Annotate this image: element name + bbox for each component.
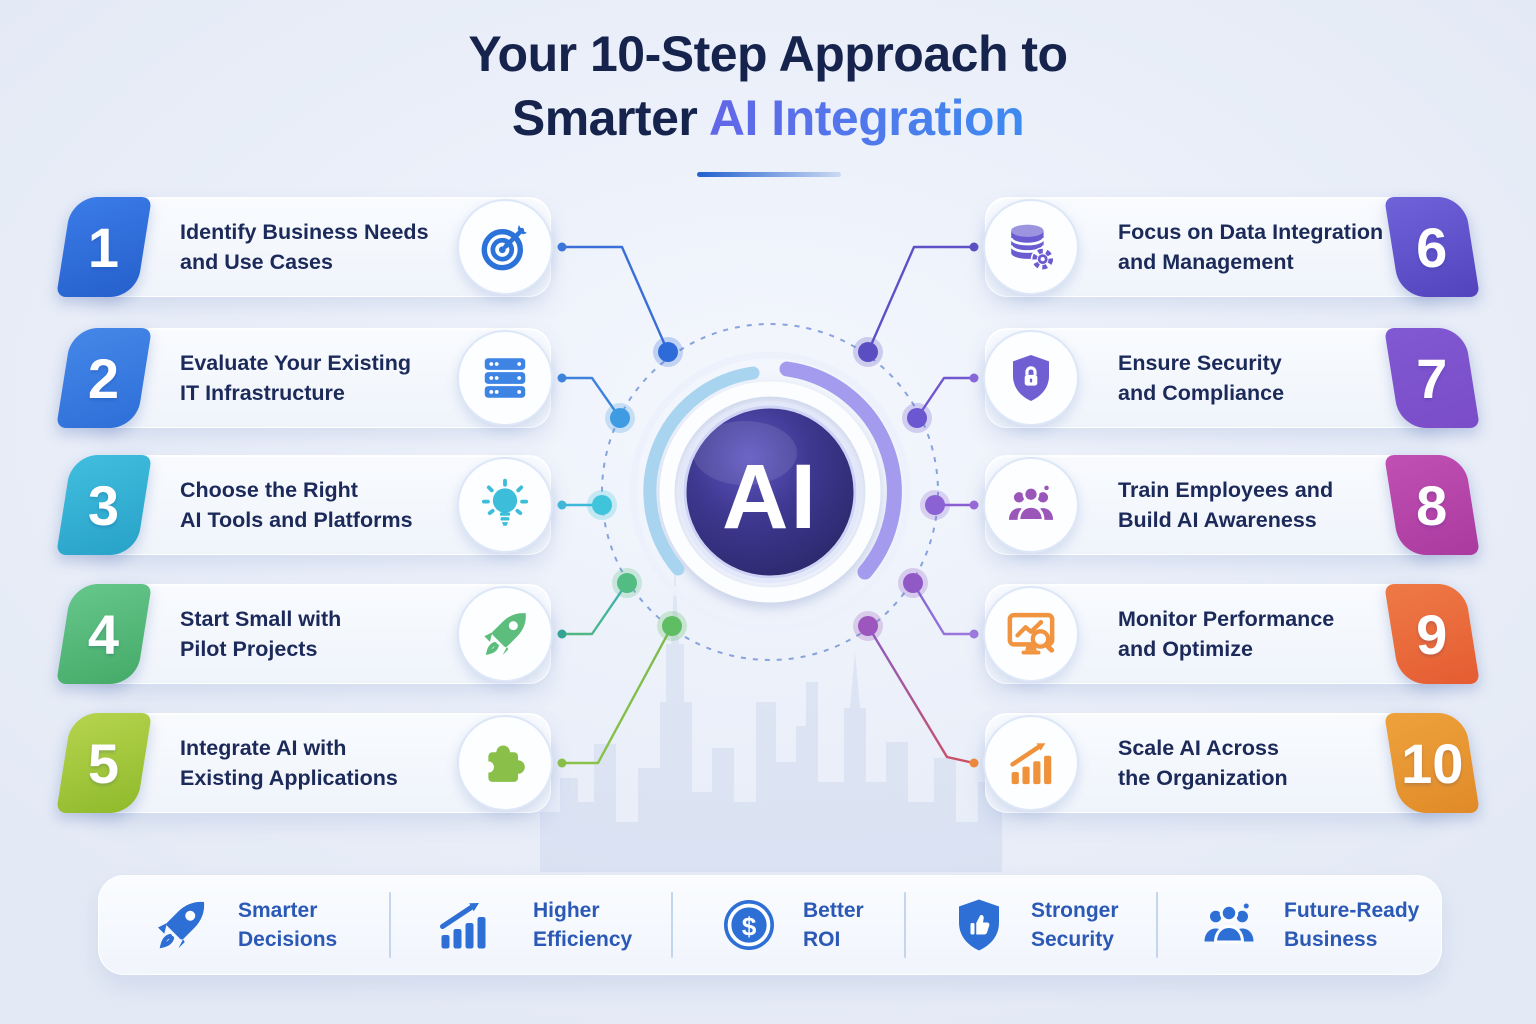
people-icon — [983, 457, 1079, 553]
puzzle-icon — [457, 715, 553, 811]
divider — [389, 892, 391, 958]
step-number: 3 — [88, 473, 120, 537]
monitor-chart-icon — [983, 586, 1079, 682]
step-text: Monitor Performance and Optimize — [1118, 604, 1334, 664]
connector-step-2 — [560, 376, 622, 420]
step-line2: Build AI Awareness — [1118, 508, 1317, 532]
step-row: Integrate AI with Existing Applications … — [56, 713, 566, 813]
step-row: Scale AI Across the Organization 10 — [970, 713, 1480, 813]
connector-step-9 — [911, 581, 976, 636]
step-text: Ensure Security and Compliance — [1118, 348, 1284, 408]
connector-step-7 — [915, 376, 976, 420]
step-row: Choose the Right AI Tools and Platforms … — [56, 455, 566, 555]
step-number: 8 — [1416, 473, 1448, 537]
step-text: Integrate AI with Existing Applications — [180, 733, 398, 793]
step-number: 7 — [1416, 346, 1448, 410]
database-icon — [983, 199, 1079, 295]
step-line1: Scale AI Across — [1118, 736, 1279, 760]
step-line2: the Organization — [1118, 766, 1288, 790]
step-line1: Monitor Performance — [1118, 607, 1335, 631]
connector-step-5 — [560, 624, 674, 765]
connector-step-4 — [560, 581, 629, 636]
step-row: Identify Business Needs and Use Cases 1 — [56, 197, 566, 297]
step-line2: Existing Applications — [180, 766, 398, 790]
title-underline — [697, 172, 841, 177]
step-row: Ensure Security and Compliance 7 — [970, 328, 1480, 428]
page-title: Your 10-Step Approach to Smarter AI Inte… — [0, 22, 1536, 150]
shield-check-icon — [949, 895, 1009, 955]
shield-lock-icon — [983, 330, 1079, 426]
step-line2: and Management — [1118, 250, 1294, 274]
step-number: 6 — [1416, 215, 1448, 279]
step-number: 1 — [88, 215, 120, 279]
title-highlight: AI Integration — [708, 90, 1025, 146]
hub-arc-right — [779, 361, 902, 580]
title-line2-regular: Smarter — [511, 90, 698, 146]
step-line1: Ensure Security — [1118, 351, 1282, 375]
rocket-icon — [151, 895, 211, 955]
step-line1: Train Employees and — [1118, 478, 1334, 502]
connector-end-dots — [557, 242, 979, 768]
step-line2: and Optimize — [1118, 637, 1253, 661]
step-text: Evaluate Your Existing IT Infrastructure — [180, 348, 411, 408]
step-line1: Evaluate Your Existing — [180, 351, 411, 375]
step-text: Identify Business Needs and Use Cases — [180, 217, 429, 277]
step-line2: AI Tools and Platforms — [180, 508, 413, 532]
city-skyline — [540, 562, 1002, 872]
connector-step-1 — [560, 245, 670, 354]
step-row: Start Small with Pilot Projects 4 — [56, 584, 566, 684]
step-row: Focus on Data Integration and Management… — [970, 197, 1480, 297]
step-line2: and Compliance — [1118, 381, 1285, 405]
step-text: Choose the Right AI Tools and Platforms — [180, 475, 413, 535]
title-line2: Smarter AI Integration — [0, 86, 1536, 150]
ai-hub-circle — [683, 405, 857, 579]
hub-label: AI — [722, 446, 818, 548]
team-icon — [1199, 895, 1259, 955]
step-text: Focus on Data Integration and Management — [1118, 217, 1383, 277]
step-line2: IT Infrastructure — [180, 381, 345, 405]
step-line1: Choose the Right — [180, 478, 358, 502]
step-number: 9 — [1416, 602, 1448, 666]
step-row: Train Employees and Build AI Awareness 8 — [970, 455, 1480, 555]
divider — [904, 892, 906, 958]
step-text: Train Employees and Build AI Awareness — [1118, 475, 1333, 535]
step-line1: Identify Business Needs — [180, 220, 429, 244]
step-line2: Pilot Projects — [180, 637, 318, 661]
lightbulb-icon — [457, 457, 553, 553]
orbit-dots — [587, 337, 950, 641]
target-icon — [457, 199, 553, 295]
step-number: 2 — [88, 346, 120, 410]
step-number: 5 — [88, 731, 120, 795]
connector-step-10 — [866, 624, 976, 765]
step-row: Monitor Performance and Optimize 9 — [970, 584, 1480, 684]
hub-arc-left — [643, 366, 760, 576]
server-icon — [457, 330, 553, 426]
step-line1: Start Small with — [180, 607, 342, 631]
step-line2: and Use Cases — [180, 250, 333, 274]
rocket-icon — [457, 586, 553, 682]
step-text: Scale AI Across the Organization — [1118, 733, 1288, 793]
divider — [671, 892, 673, 958]
step-line1: Focus on Data Integration — [1118, 220, 1384, 244]
step-row: Evaluate Your Existing IT Infrastructure… — [56, 328, 566, 428]
connector-step-6 — [866, 245, 976, 354]
step-number: 10 — [1400, 731, 1464, 795]
step-number: 4 — [88, 602, 120, 666]
title-line1: Your 10-Step Approach to — [468, 26, 1068, 82]
growth-chart-icon — [983, 715, 1079, 811]
divider — [1156, 892, 1158, 958]
dollar-coin-icon — [719, 895, 779, 955]
growth-chart-icon — [433, 895, 493, 955]
step-text: Start Small with Pilot Projects — [180, 604, 341, 664]
step-line1: Integrate AI with — [180, 736, 347, 760]
